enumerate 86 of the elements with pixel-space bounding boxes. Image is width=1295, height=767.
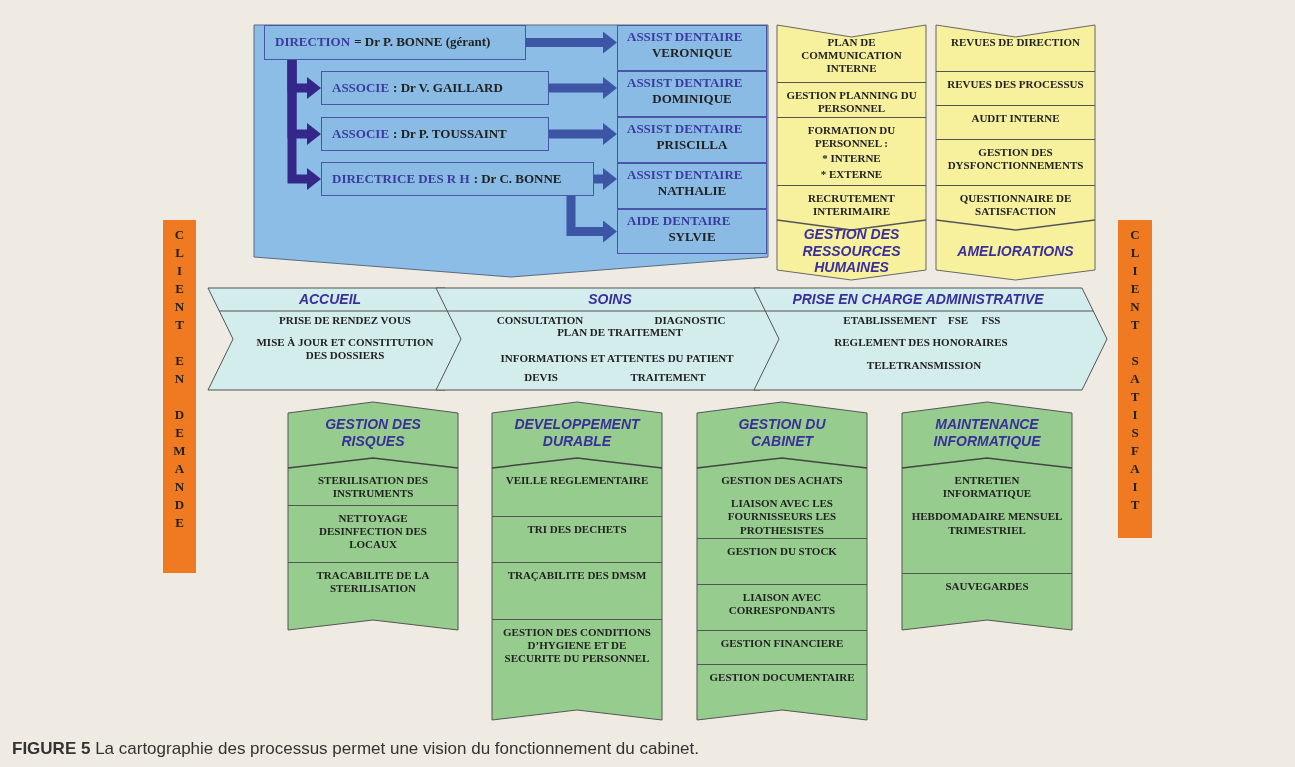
task-text: INFORMATIONS ET ATTENTES DU PATIENT bbox=[500, 352, 734, 366]
person-name: NATHALIE bbox=[656, 182, 728, 199]
task-text: GESTION DES ACHATS bbox=[720, 474, 844, 488]
job-title: ASSIST DENTAIRE bbox=[626, 75, 744, 91]
staff-box bbox=[617, 163, 767, 209]
column-title: GESTION DES RISQUES bbox=[324, 416, 422, 450]
task-text: MISE À JOUR ET CONSTITUTION DES DOSSIERS bbox=[255, 336, 435, 363]
task-text: REGLEMENT DES HONORAIRES bbox=[834, 336, 1008, 350]
person-name: : Dr P. TOUSSAINT bbox=[393, 126, 507, 141]
task-text: PLAN DE COMMUNICATION INTERNE bbox=[800, 36, 903, 76]
task-text: TRACABILITE DE LA STERILISATION bbox=[315, 569, 431, 596]
side-bar bbox=[163, 220, 196, 573]
job-title: AIDE DENTAIRE bbox=[626, 213, 732, 229]
task-text: DIAGNOSTIC bbox=[654, 314, 726, 328]
column-title: MAINTENANCE INFORMATIQUE bbox=[932, 416, 1042, 450]
column-title: DEVELOPPEMENT DURABLE bbox=[514, 416, 640, 450]
task-text: REVUES DES PROCESSUS bbox=[946, 78, 1085, 92]
side-bar bbox=[1118, 220, 1152, 538]
column-title: GESTION DU CABINET bbox=[737, 416, 827, 450]
person-name: : Dr C. BONNE bbox=[473, 171, 562, 186]
task-text: NETTOYAGE DESINFECTION DES LOCAUX bbox=[318, 512, 428, 552]
block-arrow bbox=[287, 60, 321, 190]
role-title: DIRECTION bbox=[275, 34, 351, 49]
column-title: AMELIORATIONS bbox=[956, 241, 1075, 261]
task-text: SAUVEGARDES bbox=[944, 580, 1030, 594]
task-text: PLAN DE TRAITEMENT bbox=[557, 326, 683, 340]
person-name: = Dr P. BONNE (gérant) bbox=[354, 34, 491, 49]
task-text: GESTION DOCUMENTAIRE bbox=[708, 671, 856, 685]
person-name: : Dr V. GAILLARD bbox=[393, 80, 503, 95]
role-title: ASSOCIE bbox=[332, 126, 390, 141]
task-text: FORMATION DU PERSONNEL : bbox=[806, 124, 897, 151]
person-name: VERONIQUE bbox=[650, 44, 734, 61]
staff-box bbox=[617, 209, 767, 254]
role-box bbox=[264, 25, 526, 60]
task-text: HEBDOMADAIRE MENSUEL TRIMESTRIEL bbox=[910, 510, 1064, 537]
task-text: AUDIT INTERNE bbox=[970, 112, 1061, 126]
person-name: DOMINIQUE bbox=[651, 90, 733, 107]
block-arrow bbox=[549, 123, 617, 145]
figure-caption: FIGURE 5 La cartographie des processus permet une vision du fonctionnement du cabinet. bbox=[12, 739, 699, 759]
task-text: TRAITEMENT bbox=[630, 371, 706, 385]
task-text: VEILLE REGLEMENTAIRE bbox=[504, 474, 650, 488]
process-title: PRISE EN CHARGE ADMINISTRATIVE bbox=[792, 291, 1044, 308]
task-text: FSS bbox=[981, 314, 1001, 328]
task-text: GESTION FINANCIERE bbox=[719, 637, 845, 651]
block-arrow bbox=[594, 168, 617, 190]
task-text: GESTION DU STOCK bbox=[726, 545, 838, 559]
task-text: TRI DES DECHETS bbox=[526, 523, 628, 537]
task-text: FSE bbox=[947, 314, 969, 328]
task-text: QUESTIONNAIRE DE SATISFACTION bbox=[958, 192, 1073, 219]
task-text: RECRUTEMENT INTERIMAIRE bbox=[807, 192, 896, 219]
vertical-label: CLIENT SATISFAIT bbox=[1129, 226, 1141, 514]
task-text: GESTION PLANNING DU PERSONNEL bbox=[785, 89, 918, 116]
role-box bbox=[321, 117, 549, 151]
staff-box bbox=[617, 25, 767, 71]
task-text: TRAÇABILITE DES DMSM bbox=[506, 569, 648, 583]
block-arrow bbox=[526, 31, 617, 54]
job-title: ASSIST DENTAIRE bbox=[626, 121, 744, 137]
process-title: ACCUEIL bbox=[298, 291, 362, 308]
staff-box bbox=[617, 71, 767, 117]
column-title: GESTION DES RESSOURCES HUMAINES bbox=[801, 230, 902, 272]
task-text: GESTION DES CONDITIONS D’HYGIENE ET DE SECURITE DU PERSONNEL bbox=[502, 626, 652, 666]
task-text: GESTION DES DYSFONCTIONNEMENTS bbox=[946, 146, 1085, 173]
task-text: LIAISON AVEC CORRESPONDANTS bbox=[727, 591, 837, 618]
vertical-label: CLIENT EN DEMANDE bbox=[173, 226, 186, 532]
role-title: DIRECTRICE DES R H bbox=[332, 171, 470, 186]
person-name: PRISCILLA bbox=[655, 136, 729, 153]
role-title: ASSOCIE bbox=[332, 80, 390, 95]
task-text: * EXTERNE bbox=[819, 167, 884, 181]
task-text: PRISE DE RENDEZ VOUS bbox=[279, 314, 411, 328]
task-text: DEVIS bbox=[524, 371, 558, 385]
block-arrow bbox=[549, 77, 617, 99]
role-box bbox=[321, 71, 549, 105]
person-name: SYLVIE bbox=[667, 228, 717, 245]
staff-box bbox=[617, 117, 767, 163]
task-text: LIAISON AVEC LES FOURNISSEURS LES PROTHESISTES bbox=[726, 497, 838, 537]
process-title: SOINS bbox=[588, 291, 632, 308]
task-text: CONSULTATION bbox=[496, 314, 584, 328]
job-title: ASSIST DENTAIRE bbox=[626, 29, 744, 45]
task-text: ENTRETIEN INFORMATIQUE bbox=[941, 474, 1033, 501]
job-title: ASSIST DENTAIRE bbox=[626, 167, 744, 183]
role-box bbox=[321, 162, 594, 196]
task-text: REVUES DE DIRECTION bbox=[950, 36, 1081, 50]
task-text: TELETRANSMISSION bbox=[866, 359, 982, 373]
task-text: STERILISATION DES INSTRUMENTS bbox=[316, 474, 430, 501]
task-text: ETABLISSEMENT bbox=[843, 314, 937, 328]
task-text: * INTERNE bbox=[821, 152, 882, 166]
